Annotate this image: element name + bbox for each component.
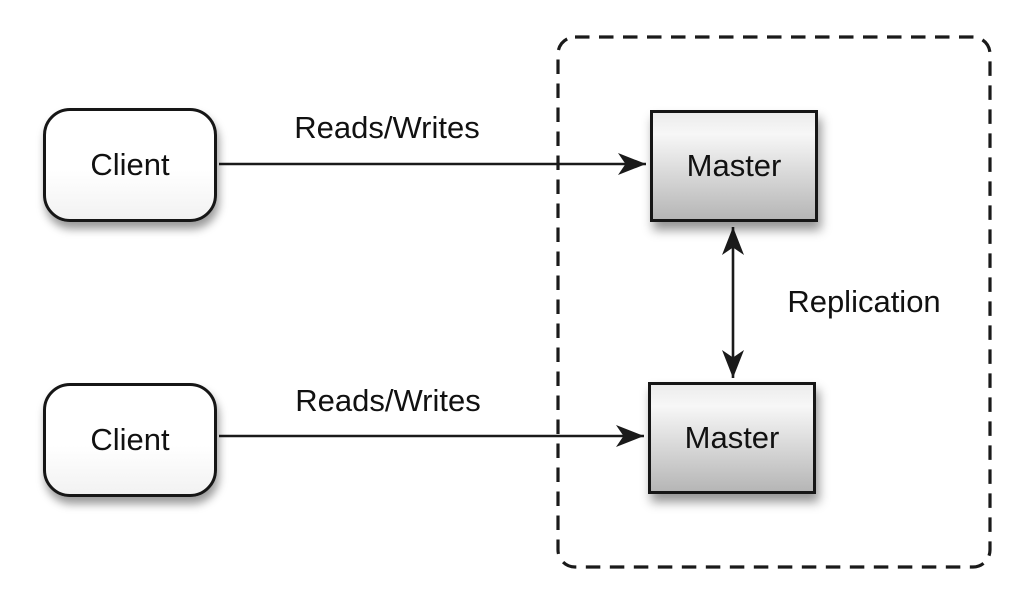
node-client-bottom: Client — [43, 383, 217, 497]
node-master-bottom: Master — [648, 382, 816, 494]
node-master-top: Master — [650, 110, 818, 222]
node-master-top-label: Master — [686, 148, 782, 183]
node-client-top-label: Client — [90, 147, 170, 182]
node-master-bottom-label: Master — [684, 420, 780, 455]
replication-cluster-boundary — [556, 35, 992, 569]
node-client-bottom-label: Client — [90, 422, 170, 457]
edge-label-replication: Replication — [787, 284, 941, 319]
edge-label-reads-writes-top: Reads/Writes — [294, 110, 480, 145]
edge-label-reads-writes-bottom: Reads/Writes — [295, 383, 481, 418]
node-client-top: Client — [43, 108, 217, 222]
